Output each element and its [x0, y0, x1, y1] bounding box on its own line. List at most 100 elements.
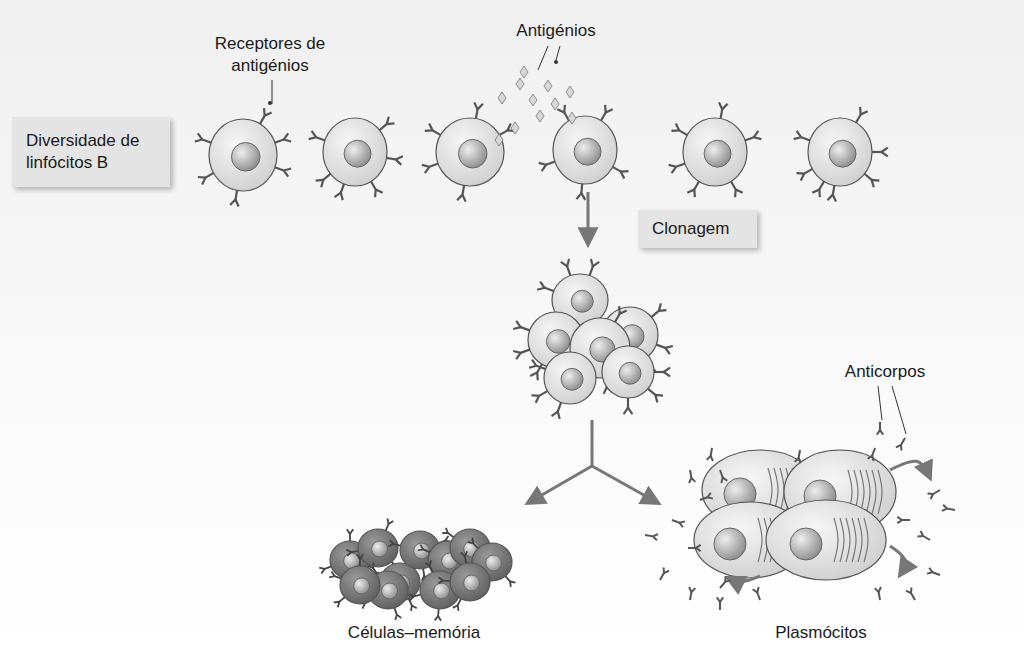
memory-cell [382, 583, 398, 599]
clone-cell [546, 330, 570, 354]
memory-cell [354, 578, 370, 594]
antibody [901, 438, 905, 445]
antibody [720, 470, 723, 478]
b-lymphocyte [425, 123, 433, 131]
process-arrows [592, 466, 658, 503]
memory-cell [450, 563, 490, 601]
antibody [708, 493, 713, 499]
antibody [917, 531, 930, 540]
b-lymphocyte [872, 180, 880, 187]
memory-cell [438, 551, 490, 610]
b-lymphocyte [553, 116, 617, 184]
b-lymphocyte [264, 108, 272, 116]
b-lymphocyte [881, 148, 887, 157]
clone-cell [619, 306, 627, 314]
antibody [879, 592, 880, 600]
antibody [660, 573, 664, 580]
antibody [896, 445, 901, 451]
antibody [680, 521, 685, 527]
leader-lines [272, 46, 906, 434]
plasmocytes [728, 576, 760, 582]
antibody [868, 448, 875, 461]
antibody [711, 448, 712, 456]
memory-cell [468, 538, 473, 544]
b-lymphocyte [422, 165, 429, 173]
antigens [268, 60, 576, 146]
antibody [875, 587, 881, 600]
clone-cell [665, 346, 672, 354]
memory-cell [388, 540, 393, 546]
clone-cell [602, 346, 670, 414]
b-lymphocyte [316, 180, 324, 187]
b-lymphocyte [396, 156, 403, 165]
b-lymphocyte [231, 143, 260, 172]
plasma-cell [864, 518, 868, 562]
b-lymphocyte [335, 193, 343, 200]
b-lymphocyte [683, 118, 747, 186]
antigens [544, 80, 552, 92]
b-lymphocyte [860, 107, 868, 115]
b-lymphocyte [669, 165, 676, 173]
b-lymphocyte [387, 117, 395, 124]
antibody [672, 520, 680, 523]
antibody [720, 582, 725, 588]
antigens [516, 78, 524, 90]
clone [513, 259, 673, 419]
antibody [799, 450, 800, 458]
antibody [911, 593, 915, 600]
memory-cell [510, 581, 515, 587]
b-lymphocyte [557, 105, 565, 113]
memory-cell [357, 554, 363, 559]
b-lymphocyte [794, 107, 888, 202]
plasma-cell [834, 518, 838, 562]
antibody [717, 597, 723, 610]
b-lymphocyte [458, 139, 487, 168]
b-lymphocyte [344, 140, 371, 167]
clone-cell [571, 290, 593, 312]
antigens [529, 94, 537, 106]
label: Receptores de antigénios [195, 33, 345, 77]
antibody [896, 438, 905, 451]
b-lymphocyte [422, 102, 515, 201]
clone-cell [537, 282, 544, 290]
antibody [795, 450, 801, 463]
box-text: Clonagem [652, 218, 743, 240]
box-text: Diversidade de linfócitos B [26, 130, 154, 174]
plasma-cell [846, 518, 850, 562]
antibody [672, 520, 685, 527]
label-box: Diversidade de linfócitos B [12, 117, 170, 187]
clone-cell [561, 368, 583, 390]
memory-cell [434, 583, 450, 599]
b-lymphocyte [605, 105, 613, 113]
antibody [877, 422, 883, 435]
clone-cell [513, 321, 520, 329]
memory-cell [329, 554, 380, 607]
b-lymphocyte [230, 200, 239, 207]
clone-cell [624, 408, 633, 414]
antibody [872, 448, 875, 456]
clone-cell [552, 412, 560, 419]
antibody [719, 602, 721, 610]
b-lymphocyte [195, 108, 291, 206]
plasma-cell [840, 518, 844, 562]
antibody [664, 567, 669, 573]
antibody [932, 572, 940, 575]
b-lymphocyte [284, 169, 291, 177]
antibody [927, 490, 940, 499]
b-lymphocyte [323, 118, 387, 186]
b-lymphocyte [574, 138, 601, 165]
antibody [688, 547, 696, 549]
process-arrows [591, 420, 594, 466]
antibody [707, 448, 713, 461]
clone-cell [591, 259, 599, 266]
antibody [897, 517, 902, 523]
memory-cell [486, 555, 502, 571]
b-lymphocyte [539, 163, 546, 171]
memory-cell [387, 519, 393, 524]
antibody [690, 470, 691, 478]
antigens [511, 122, 519, 134]
plasmocytes [645, 422, 955, 610]
antibody [923, 536, 930, 540]
b-lymphocyte [796, 173, 804, 181]
